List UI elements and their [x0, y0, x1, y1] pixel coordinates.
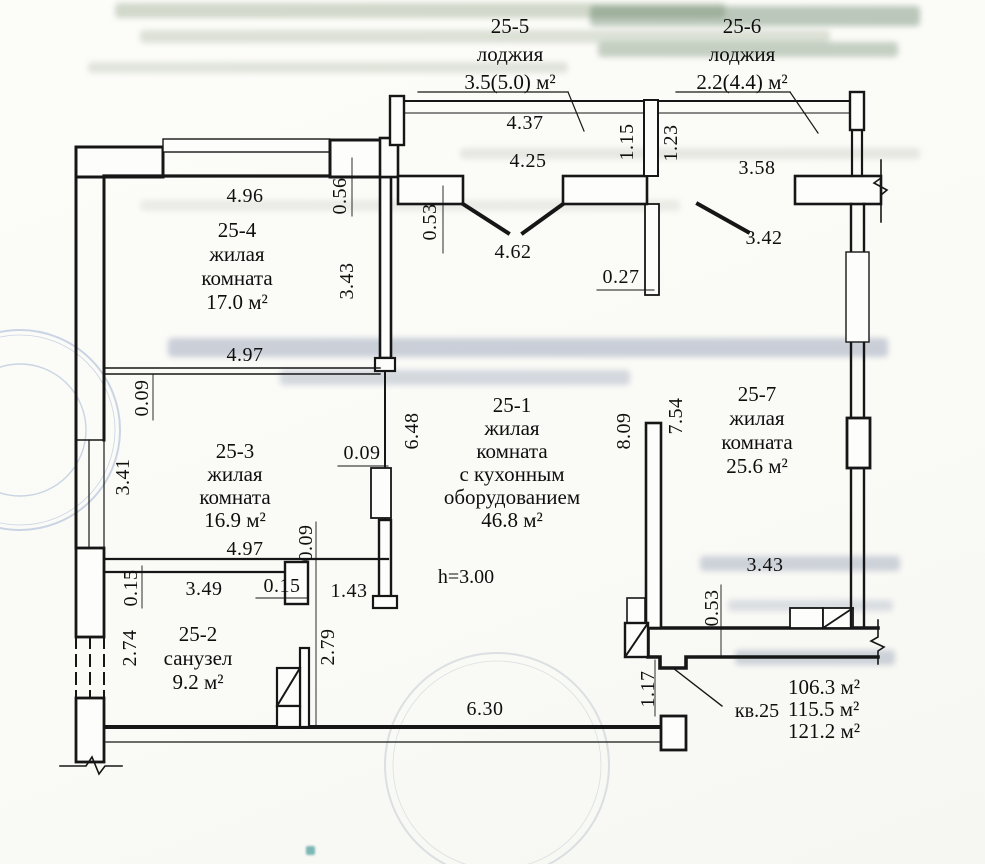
stamp-seal: [0, 329, 121, 531]
room-label-line: 46.8 м²: [481, 508, 543, 532]
room-label-line: жилая: [209, 242, 265, 266]
room-label-line: лоджия: [476, 42, 544, 66]
watermark-circle: [384, 652, 610, 864]
dimension-label: 4.62: [494, 241, 532, 263]
room-label-line: жилая: [207, 462, 263, 486]
dimension-label: 3.49: [185, 578, 223, 600]
dimension-label: 2.74: [119, 629, 141, 667]
room-label-line: лоджия: [708, 42, 776, 66]
dimension-label: 0.09: [131, 379, 153, 417]
room-label-line: комната: [199, 485, 271, 509]
dimension-label: 4.97: [226, 344, 264, 366]
room-label-line: комната: [201, 266, 273, 290]
dimension-label: 8.09: [613, 412, 635, 450]
dimension-label: 0.15: [263, 575, 301, 597]
room-label-line: 3.5(5.0) м²: [464, 70, 556, 94]
dimension-label: 0.09: [295, 524, 317, 562]
dimension-label: 0.15: [120, 569, 142, 607]
room-label-line: жилая: [484, 416, 540, 440]
room-label-line: комната: [476, 439, 548, 463]
dimension-label: 3.42: [745, 227, 783, 249]
dimension-label: 1.43: [330, 580, 368, 602]
dimension-label: 3.43: [746, 554, 784, 576]
dimension-label: 0.09: [343, 442, 381, 464]
dimension-label: 6.30: [466, 698, 504, 720]
room-label-line: 25-5: [490, 14, 530, 38]
room-label-line: 25.6 м²: [726, 454, 788, 478]
dimension-label: 1.15: [616, 123, 638, 161]
room-label-line: комната: [721, 430, 793, 454]
dimension-label: 0.53: [701, 589, 723, 627]
area-total-line: 106.3 м²: [788, 675, 861, 699]
room-label-line: с кухонным: [459, 462, 565, 486]
dimension-label: 4.37: [506, 112, 544, 134]
dimension-label: 1.23: [660, 124, 682, 162]
room-label-line: оборудованием: [443, 485, 581, 509]
room-label-line: 25-3: [215, 439, 255, 463]
room-label-line: 17.0 м²: [206, 290, 268, 314]
unit-number-label: кв.25: [734, 700, 780, 722]
dimension-label: 6.48: [401, 412, 423, 450]
dimension-label: 4.25: [509, 150, 547, 172]
walls-group: [59, 90, 889, 776]
dimension-label: 3.41: [112, 458, 134, 496]
room-label-line: 25-2: [178, 622, 218, 646]
room-label-line: санузел: [163, 646, 233, 670]
dimension-label: 4.97: [226, 538, 264, 560]
area-totals-block: 106.3 м² 115.5 м² 121.2 м²: [788, 676, 860, 742]
room-label-line: 25-4: [217, 218, 257, 242]
room-label-line: 25-1: [492, 393, 532, 417]
room-label-line: 2.2(4.4) м²: [696, 70, 788, 94]
room-label-25-6: 25-6 лоджия 2.2(4.4) м²: [696, 12, 787, 96]
ceiling-height-label: h=3.00: [437, 566, 495, 588]
dimension-label: 7.54: [665, 397, 687, 435]
dimension-label: 0.53: [419, 203, 441, 241]
area-total-line: 121.2 м²: [788, 719, 861, 743]
dimension-label: 0.27: [602, 266, 640, 288]
dimension-label: 4.96: [226, 185, 264, 207]
room-label-25-5: 25-5 лоджия 3.5(5.0) м²: [464, 12, 555, 96]
room-label-line: 25-6: [722, 14, 762, 38]
dimension-label: 2.79: [317, 628, 339, 666]
room-label-line: 9.2 м²: [172, 670, 224, 694]
ink-speck: [306, 846, 315, 855]
dimension-label: 3.58: [738, 157, 776, 179]
dimension-label: 1.17: [637, 670, 659, 708]
dimension-label: 3.43: [336, 262, 358, 300]
area-total-line: 115.5 м²: [788, 697, 860, 721]
room-label-line: 25-7: [737, 382, 777, 406]
room-label-line: жилая: [729, 406, 785, 430]
room-label-line: 16.9 м²: [204, 508, 266, 532]
dimension-label: 0.56: [329, 177, 351, 215]
